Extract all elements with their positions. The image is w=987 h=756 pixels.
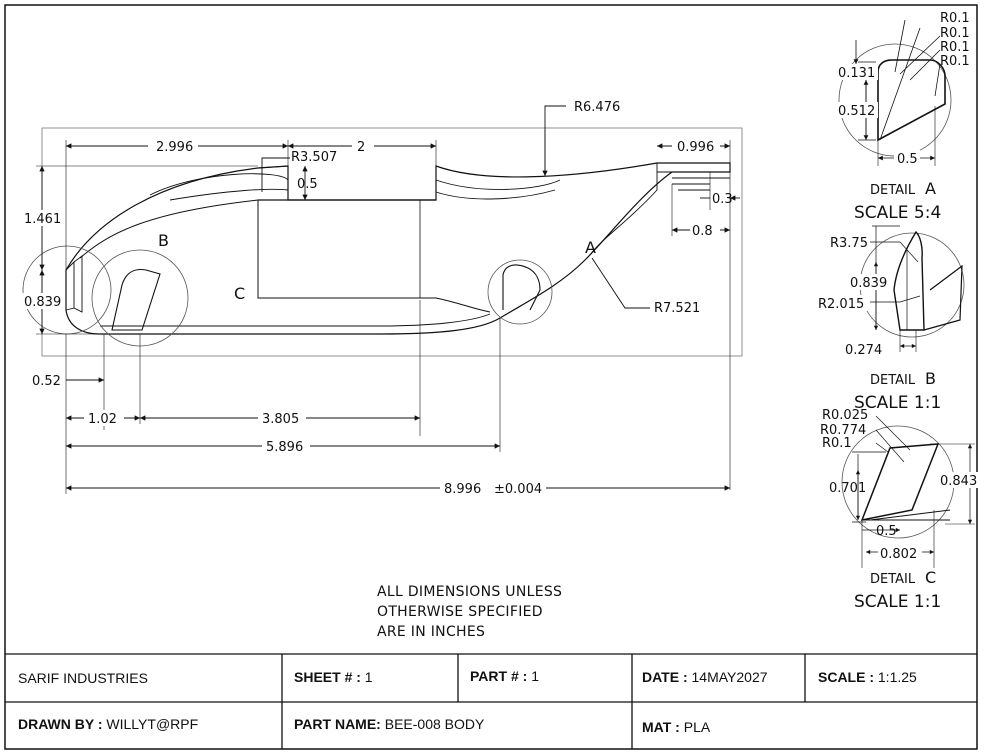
detail-b-letter: B [925, 369, 936, 388]
dimension-lines [36, 105, 740, 494]
mat-label: MAT : [642, 719, 680, 735]
partname-value: BEE-008 BODY [384, 716, 485, 732]
dim-052: 0.52 [32, 374, 61, 389]
detail-a-labels: R0.1 R0.1 R0.1 R0.1 0.131 0.512 0.5 DETA… [836, 11, 970, 223]
wheel-well-rear [502, 264, 541, 311]
date-field: DATE : 14MAY2027 [642, 669, 768, 685]
dim-102: 1.02 [88, 412, 117, 427]
dim-8996: 8.996 [444, 482, 481, 497]
detail-a-scale: SCALE 5:4 [854, 203, 941, 223]
view-label-c: C [234, 284, 245, 303]
general-notes: ALL DIMENSIONS UNLESS OTHERWISE SPECIFIE… [377, 584, 562, 640]
partname-label: PART NAME: [294, 716, 381, 732]
scale-label: SCALE : [818, 669, 874, 685]
detail-b-title: DETAIL [870, 373, 916, 388]
drawn-value: WILLYT@RPF [106, 716, 199, 732]
material: MAT : PLA [642, 719, 710, 735]
detail-b-0839: 0.839 [850, 276, 887, 291]
sheet-border [4, 4, 978, 750]
detail-c-r01: R0.1 [822, 436, 852, 451]
detail-a-0131: 0.131 [838, 66, 875, 81]
view-bounding-box [41, 127, 743, 357]
sheet-number: SHEET # : 1 [294, 669, 373, 685]
body-outline [65, 162, 731, 335]
detail-b-view [859, 225, 965, 352]
note-line-2: OTHERWISE SPECIFIED [377, 604, 543, 620]
drawn-by: DRAWN BY : WILLYT@RPF [18, 716, 198, 732]
detail-c-scale: SCALE 1:1 [854, 592, 941, 612]
dim-r7521: R7.521 [654, 301, 700, 316]
scale-value: 1:1.25 [877, 669, 917, 685]
tail-lines [589, 163, 730, 256]
detail-a-0512: 0.512 [838, 104, 875, 119]
sheet-label: SHEET # : [294, 669, 361, 685]
detail-circle-c [487, 259, 553, 325]
dim-tolerance: ±0.004 [494, 482, 542, 497]
inner-body [79, 199, 491, 313]
nose-detail [65, 255, 83, 313]
company-name: SARIF INDUSTRIES [18, 670, 148, 686]
mat-value: PLA [683, 719, 711, 735]
part-name: PART NAME: BEE-008 BODY [294, 716, 484, 732]
detail-a-title: DETAIL [870, 183, 916, 198]
detail-b-0274: 0.274 [845, 343, 882, 358]
detail-b-labels: R3.75 0.839 R2.015 0.274 DETAIL B SCALE … [816, 234, 941, 413]
detail-c-0802: 0.802 [880, 547, 917, 562]
dim-03: 0.3 [712, 192, 733, 207]
detail-a-letter: A [925, 179, 936, 198]
dim-5896: 5.896 [266, 440, 303, 455]
detail-a-r01-4: R0.1 [940, 54, 970, 69]
dim-08: 0.8 [692, 224, 713, 239]
detail-b-r375: R3.75 [830, 236, 868, 251]
dim-r3507: R3.507 [291, 150, 337, 165]
detail-c-r0025: R0.025 [822, 408, 868, 423]
detail-b-scale: SCALE 1:1 [854, 393, 941, 413]
detail-c-r0774: R0.774 [820, 423, 866, 438]
date-label: DATE : [642, 669, 688, 685]
detail-a-r01-2: R0.1 [940, 26, 970, 41]
main-view [22, 127, 743, 357]
view-label-b: B [158, 231, 169, 250]
dim-0996: 0.996 [677, 140, 714, 155]
detail-c-letter: C [925, 568, 936, 587]
detail-b-r2015: R2.015 [818, 297, 864, 312]
detail-c-0843: 0.843 [940, 474, 977, 489]
scale-field: SCALE : 1:1.25 [818, 669, 917, 685]
sheet-value: 1 [364, 669, 373, 685]
detail-a-r01-1: R0.1 [940, 11, 970, 26]
dim-2996: 2.996 [156, 140, 193, 155]
note-line-1: ALL DIMENSIONS UNLESS [377, 584, 562, 600]
part-label: PART # : [470, 668, 528, 684]
date-value: 14MAY2027 [691, 669, 768, 685]
view-label-a: A [585, 238, 596, 257]
detail-c-title: DETAIL [870, 572, 916, 587]
dim-1461: 1.461 [24, 212, 61, 227]
part-value: 1 [531, 668, 539, 684]
wheel-well-b [111, 268, 161, 331]
canopy-inner-2 [169, 188, 556, 201]
dim-0839: 0.839 [24, 295, 61, 310]
detail-c-view [841, 415, 975, 568]
detail-a-05: 0.5 [897, 152, 918, 167]
drawn-label: DRAWN BY : [18, 716, 103, 732]
canopy-inner [149, 173, 561, 196]
title-block-grid [5, 653, 977, 749]
detail-a-r01-3: R0.1 [940, 40, 970, 55]
bottom-inner [100, 313, 491, 327]
note-line-3: ARE IN INCHES [377, 624, 485, 640]
detail-circle-b [91, 249, 189, 347]
dimension-labels: R6.476 2.996 2 R3.507 0.5 0.996 0.3 0.8 … [22, 97, 733, 497]
detail-c-0701: 0.701 [829, 481, 866, 496]
part-number: PART # : 1 [470, 668, 539, 684]
detail-c-labels: R0.025 R0.774 R0.1 0.701 0.843 0.5 0.802… [820, 408, 980, 612]
dim-3805: 3.805 [262, 412, 299, 427]
detail-a-view [838, 19, 952, 166]
top-plateau [257, 165, 289, 200]
dim-05: 0.5 [297, 177, 318, 192]
dim-2: 2 [357, 140, 365, 155]
detail-c-05: 0.5 [876, 524, 897, 539]
dim-r6476: R6.476 [574, 100, 620, 115]
